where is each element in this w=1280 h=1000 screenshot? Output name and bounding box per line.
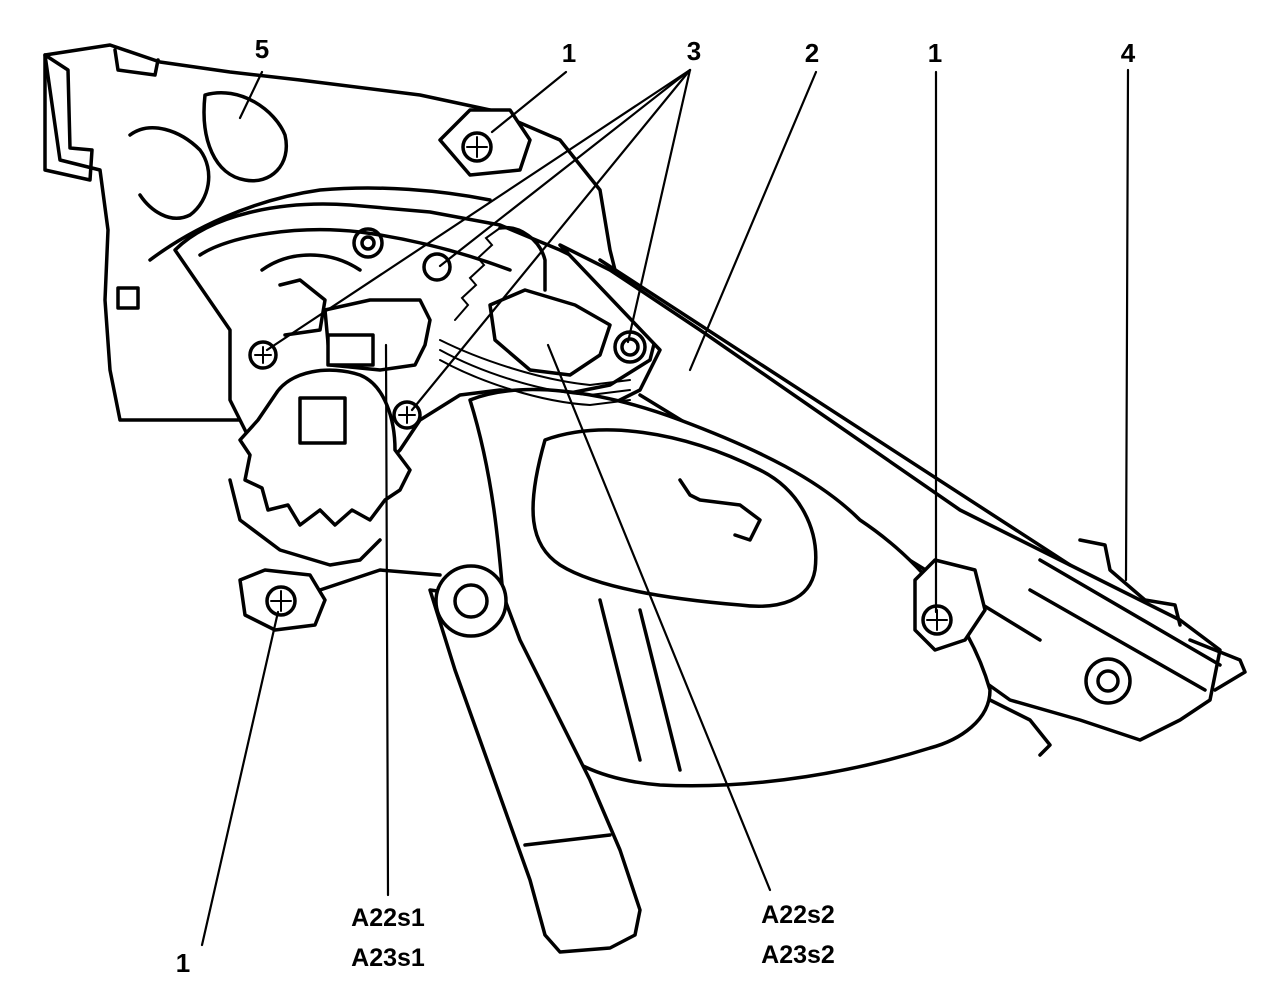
callout-3: 3 bbox=[687, 36, 701, 66]
mounting-screw-bottom bbox=[238, 568, 327, 632]
hand-lever bbox=[318, 564, 642, 954]
mounting-screw-top bbox=[438, 108, 532, 177]
callout-4: 4 bbox=[1121, 38, 1136, 68]
callout-labels: 5 1 3 2 1 4 1 A22s1 A23s1 A22s2 A23s2 bbox=[176, 34, 1136, 978]
callout-2: 2 bbox=[805, 38, 819, 68]
callout-switch-2-line-1: A22s2 bbox=[761, 901, 835, 929]
switch-block-right bbox=[439, 288, 631, 407]
callout-1-bottom: 1 bbox=[176, 948, 190, 978]
callout-1-top: 1 bbox=[562, 38, 576, 68]
callout-switch-1-line-2: A23s1 bbox=[351, 944, 425, 972]
callout-switch-1-line-1: A22s1 bbox=[351, 904, 425, 932]
leader-lines bbox=[200, 68, 1130, 947]
switch-block-left bbox=[278, 278, 432, 372]
callout-1-right: 1 bbox=[928, 38, 942, 68]
gear-wheel bbox=[228, 368, 412, 567]
callout-5: 5 bbox=[255, 34, 269, 64]
spring bbox=[454, 225, 547, 321]
callout-switch-2-line-2: A23s2 bbox=[761, 941, 835, 969]
mounting-screw-right bbox=[913, 558, 987, 652]
